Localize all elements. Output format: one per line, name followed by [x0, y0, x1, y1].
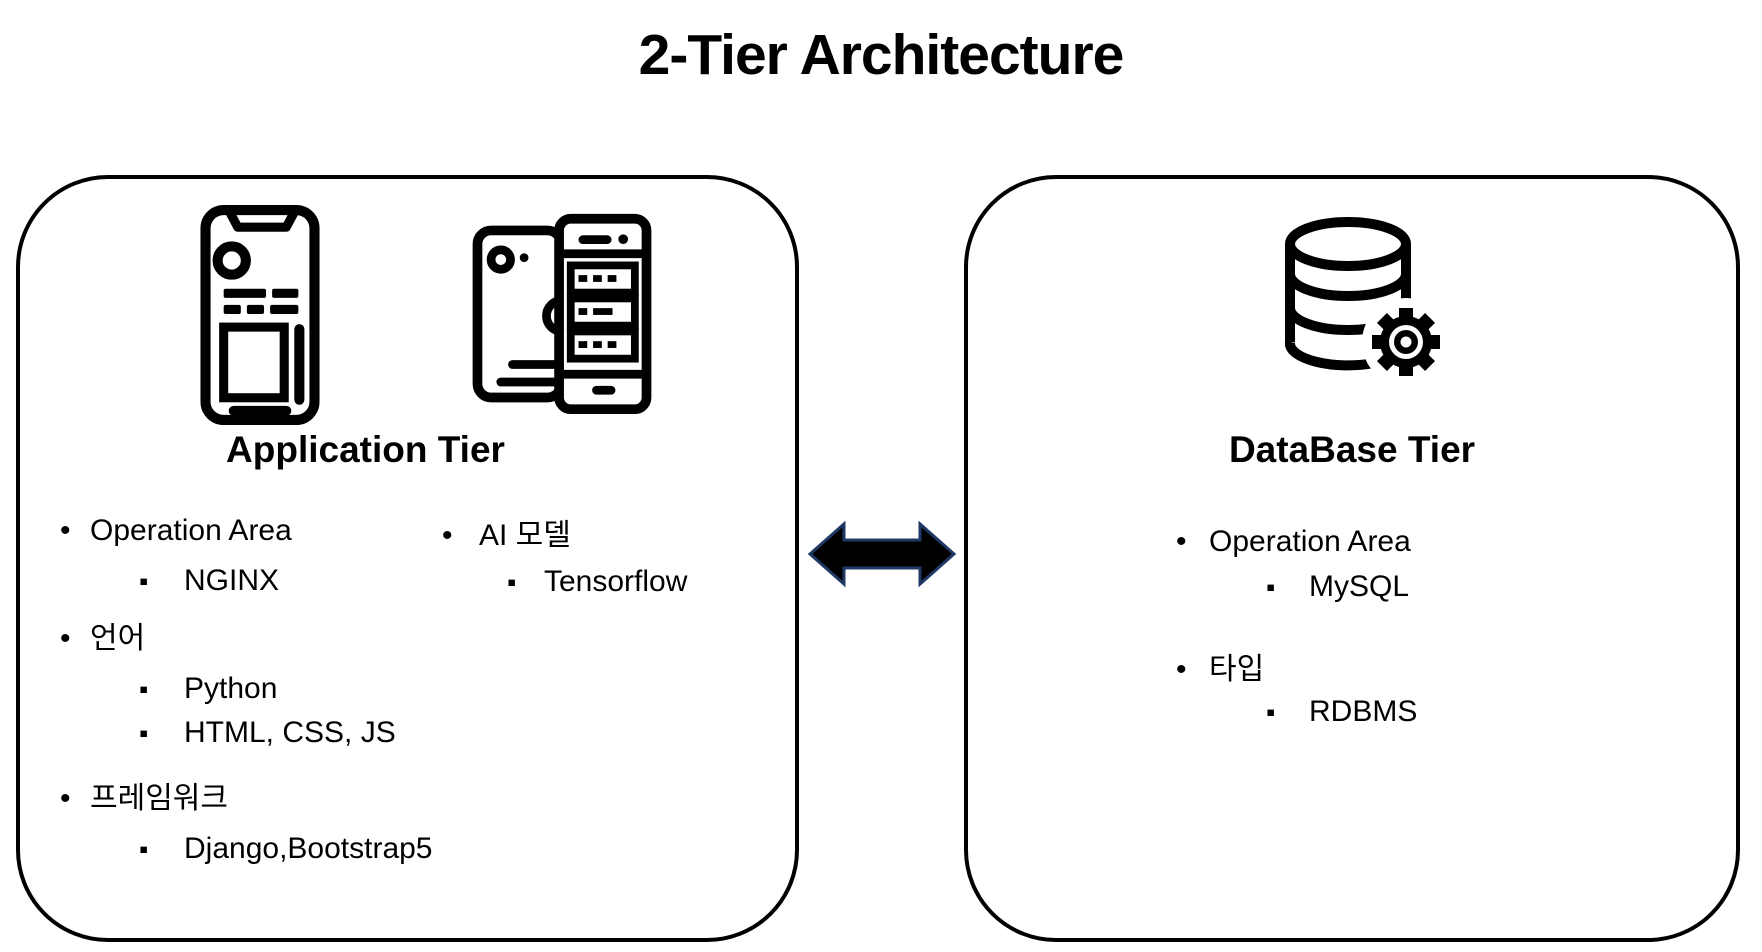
list-item-label: 프레임워크 — [90, 782, 228, 815]
list-subitem-label: Django,Bootstrap5 — [184, 832, 433, 865]
square-bullet-icon: ▪ — [139, 834, 149, 864]
list-subitem: ▪ Django,Bootstrap5 — [60, 831, 433, 867]
list-item: • Operation Area — [60, 513, 292, 548]
bullet-icon: • — [1176, 653, 1187, 686]
arrow-shape — [807, 520, 957, 588]
square-bullet-icon: ▪ — [139, 566, 149, 596]
bidirectional-arrow-icon — [807, 520, 957, 588]
square-bullet-icon: ▪ — [1266, 697, 1276, 727]
square-bullet-icon: ▪ — [139, 674, 149, 704]
gear-icon — [1372, 308, 1440, 376]
application-tier-box: Application Tier • Operation Area ▪ NGIN… — [16, 175, 799, 942]
mobile-server-icon — [472, 213, 652, 415]
list-item-label: Operation Area — [90, 514, 292, 547]
list-item-label: Operation Area — [1209, 525, 1411, 558]
list-item: • AI 모델 — [442, 518, 571, 553]
database-tier-box: DataBase Tier • Operation Area ▪ MySQL •… — [964, 175, 1740, 942]
bullet-icon: • — [60, 622, 71, 655]
database-tier-list: • Operation Area ▪ MySQL • 타입 ▪ RDBMS — [1176, 524, 1596, 784]
list-item-label: AI 모델 — [479, 519, 571, 552]
application-tier-list-left: • Operation Area ▪ NGINX • 언어 ▪ Python ▪… — [60, 513, 480, 893]
list-subitem: ▪ Python — [60, 671, 277, 707]
list-subitem: ▪ RDBMS — [1176, 694, 1417, 730]
bullet-icon: • — [1176, 525, 1187, 558]
list-subitem: ▪ MySQL — [1176, 569, 1409, 605]
web-app-icon — [200, 205, 320, 425]
list-subitem-label: Tensorflow — [544, 565, 688, 598]
list-subitem: ▪ NGINX — [60, 563, 279, 599]
list-subitem: ▪ Tensorflow — [442, 564, 687, 600]
database-gear-icon — [1284, 217, 1450, 386]
list-subitem-label: NGINX — [184, 564, 280, 597]
list-item-label: 타입 — [1209, 653, 1265, 686]
list-item-label: 언어 — [90, 622, 146, 655]
application-tier-list-right: • AI 모델 ▪ Tensorflow — [442, 518, 762, 638]
bullet-icon: • — [60, 782, 71, 815]
square-bullet-icon: ▪ — [139, 718, 149, 748]
list-subitem-label: Python — [184, 672, 278, 705]
database-tier-heading: DataBase Tier — [1228, 429, 1476, 470]
list-subitem-label: MySQL — [1309, 570, 1410, 603]
diagram-title: 2-Tier Architecture — [638, 23, 1125, 87]
list-item: • 프레임워크 — [60, 781, 228, 816]
square-bullet-icon: ▪ — [1266, 572, 1276, 602]
list-item: • 타입 — [1176, 652, 1264, 687]
list-item: • Operation Area — [1176, 524, 1411, 559]
list-subitem: ▪ HTML, CSS, JS — [60, 715, 396, 751]
list-item: • 언어 — [60, 621, 145, 656]
bullet-icon: • — [442, 519, 453, 552]
application-tier-heading: Application Tier — [226, 429, 505, 470]
bullet-icon: • — [60, 514, 71, 547]
square-bullet-icon: ▪ — [507, 567, 517, 597]
list-subitem-label: HTML, CSS, JS — [184, 716, 396, 749]
list-subitem-label: RDBMS — [1309, 695, 1418, 728]
